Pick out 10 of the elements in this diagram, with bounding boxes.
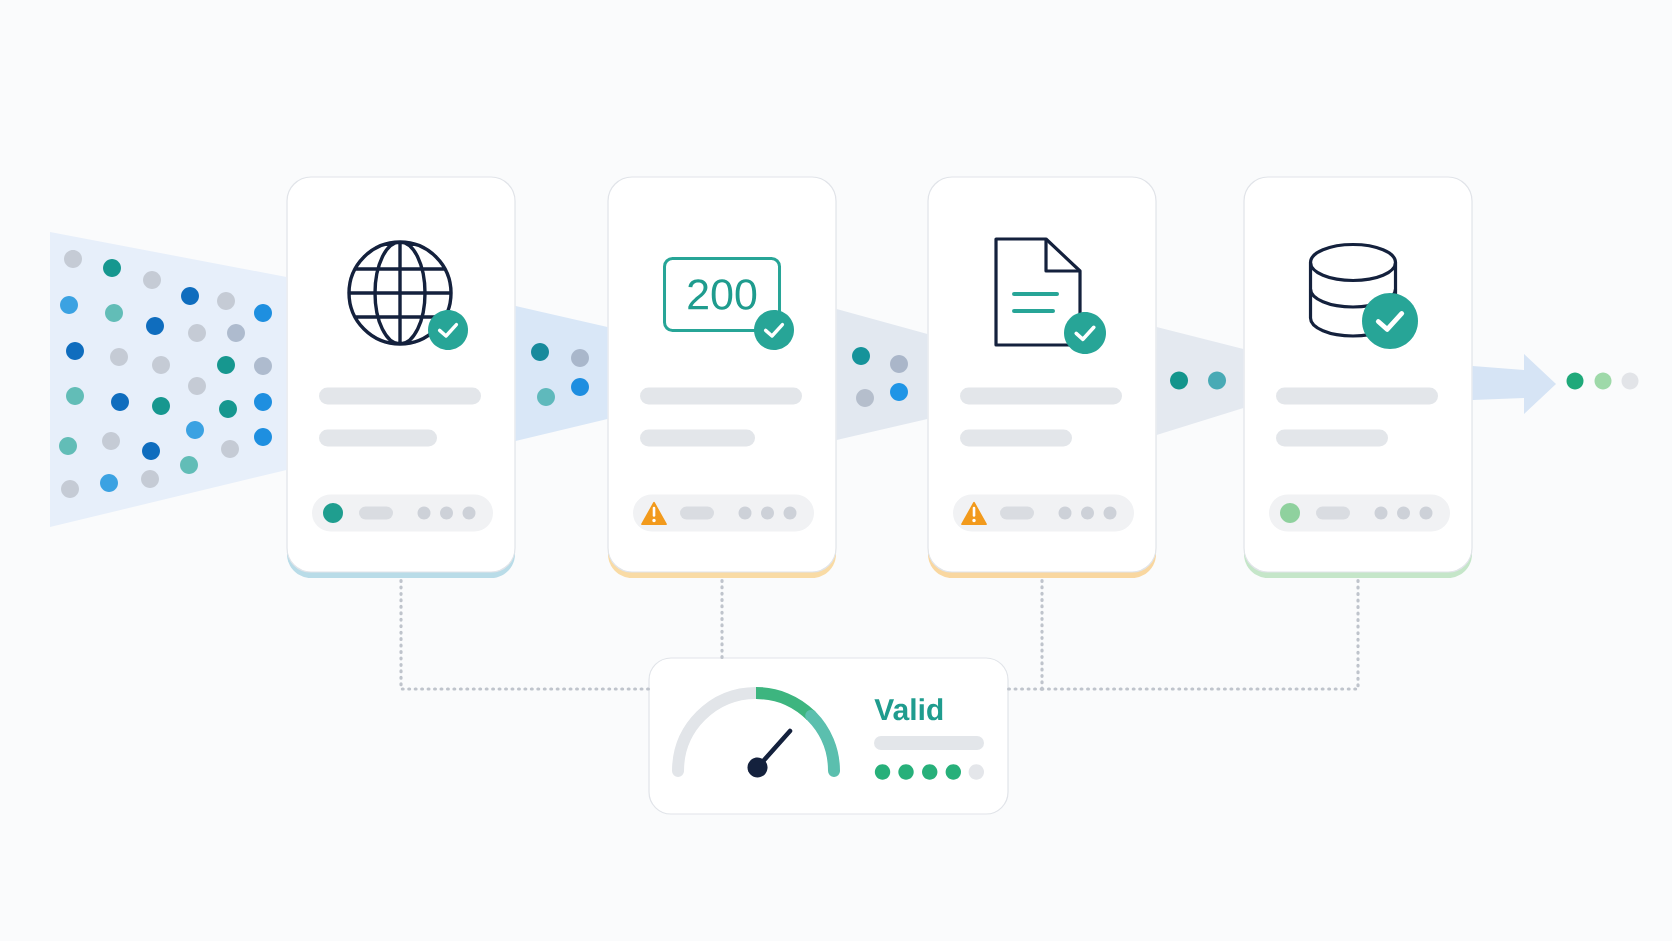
status-label: Valid [874, 698, 943, 721]
dotted-connector [1040, 579, 1044, 691]
flow-band [1156, 327, 1244, 435]
dotted-connector [1040, 579, 1360, 691]
dotted-connector [399, 579, 650, 691]
flow-arrow [1472, 354, 1556, 414]
flow-band [515, 306, 608, 441]
dotted-connector [1007, 687, 1044, 691]
flow-band [836, 309, 928, 440]
dotted-connector [720, 579, 724, 659]
